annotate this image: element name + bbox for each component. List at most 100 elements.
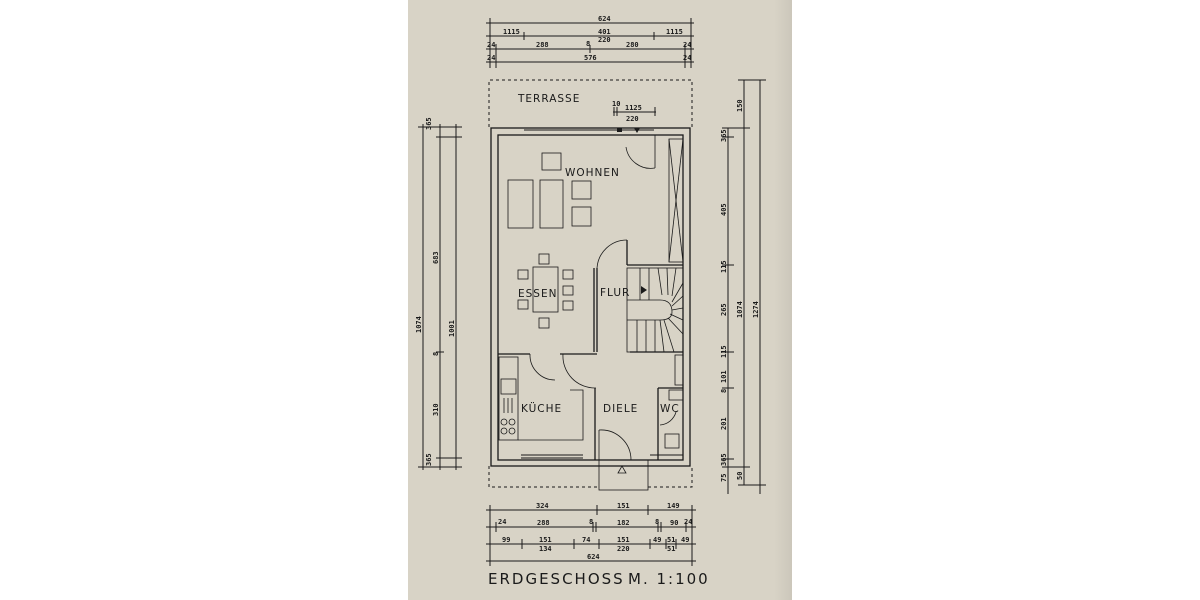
dim-top-right-wall: 24 [683,41,691,49]
dim-bottom-90: 90 [670,519,678,527]
room-wc: WC [650,354,684,456]
dim-bottom-49-b: 49 [681,536,689,544]
stair-direction-arrow-icon [641,286,647,294]
dim-bottom-51-b: 51 [667,545,675,553]
dim-right-265: 265 [720,303,728,316]
left-dimension-chains: 365 1074 683 8 310 365 1001 [415,117,462,470]
chair-icon [538,253,550,265]
dim-bottom-149: 149 [667,502,680,510]
drawing-title: ERDGESCHOSS [488,570,625,588]
dim-bottom-624: 624 [587,553,600,561]
dim-top-center-401: 401 [598,28,611,36]
dim-right-150: 150 [736,99,744,112]
floor-plan-sheet: 624 1115 401 220 1115 24 288 8 280 24 24… [408,0,792,600]
dim-right-1074: 1074 [736,301,744,318]
stove-icon [500,418,516,435]
dim-right-top-wall: 365 [720,129,728,142]
sink-icon [500,378,517,395]
dim-bottom-99: 99 [502,536,510,544]
dim-terrasse-1125: 1125 [625,104,642,112]
dim-top-280: 280 [626,41,639,49]
dim-left-1001: 1001 [448,320,456,337]
dim-top-right-wall-2: 24 [683,54,691,62]
dim-bottom-324: 324 [536,502,549,510]
dim-right-50: 50 [736,472,744,480]
dim-right-bottom-wall: 365 [720,453,728,466]
dim-bottom-220: 220 [617,545,630,553]
room-label-diele: DIELE [603,403,638,415]
door-swing-icon [625,146,656,169]
dim-bottom-51-a: 51 [667,536,675,544]
toilet-icon [664,433,680,449]
entry-step [598,459,649,491]
dim-left-683: 683 [432,251,440,264]
dim-right-1274: 1274 [752,301,760,318]
dim-terrasse-10: 10 [612,100,620,108]
chair-icon [562,269,574,280]
armchair-icon [541,152,562,171]
dim-left-8: 8 [432,352,440,356]
chair-icon [517,299,529,310]
dim-right-115-a: 115 [720,260,728,273]
door-swing-icon [562,353,597,389]
dim-right-101: 101 [720,370,728,383]
bottom-dimension-chains: 324 151 149 24 288 8 182 8 90 24 99 151 … [486,502,696,566]
room-label-essen: ESSEN [518,288,557,300]
dim-right-8: 8 [720,389,728,393]
room-essen: ESSEN [517,253,574,329]
dim-top-center-220: 220 [598,36,611,44]
room-label-terrasse: TERRASSE [517,93,580,105]
door-swing-icon [659,411,677,426]
room-label-wohnen: WOHNEN [565,167,620,179]
entrance-triangle-icon [617,465,627,474]
room-wohnen: WOHNEN [507,135,684,263]
dim-top-total: 624 [598,15,611,23]
right-dimension-chains: 150 365 405 115 265 115 101 8 201 365 75… [720,79,766,494]
room-diele: DIELE [598,403,649,491]
staircase [626,267,684,353]
dim-bottom-74: 74 [582,536,590,544]
dim-bottom-8-a: 8 [589,518,593,526]
dim-top-288: 288 [536,41,549,49]
dim-top-left-wall: 24 [487,41,495,49]
dim-left-outer-1074: 1074 [415,316,423,333]
door-swing-icon [529,353,556,381]
dim-bottom-151-b: 151 [617,536,630,544]
dim-bottom-24-right: 24 [684,518,692,526]
armchair-icon [571,180,592,200]
kitchen-counter-icon [498,356,519,441]
interior-walls [498,239,683,460]
chair-icon [562,300,574,311]
coffee-table-icon [539,179,564,229]
room-label-flur: FLUR [600,287,630,299]
sofa-icon [507,179,534,229]
dim-right-405: 405 [720,203,728,216]
drainboard-icon [503,398,513,413]
dim-right-201: 201 [720,417,728,430]
floor-plan-drawing: 624 1115 401 220 1115 24 288 8 280 24 24… [415,15,766,588]
dim-top-left-wall-2: 24 [487,54,495,62]
room-kueche: KÜCHE [498,356,584,459]
chair-icon [562,285,574,296]
dim-bottom-49-a: 49 [653,536,661,544]
dim-top-576: 576 [584,54,597,62]
dim-top-right-1115: 1115 [666,28,683,36]
drawing-scale: M. 1:100 [628,570,710,588]
dim-top-left-1115: 1115 [503,28,520,36]
dim-bottom-8-b: 8 [655,518,659,526]
dim-bottom-24-left: 24 [498,518,506,526]
top-dimension-chains: 624 1115 401 220 1115 24 288 8 280 24 24… [486,15,694,68]
washbasin-icon [668,389,684,401]
terrasse-area: TERRASSE 10 1125 220 [488,79,693,127]
room-label-kueche: KÜCHE [521,402,562,415]
dim-bottom-288: 288 [537,519,550,527]
dim-left-top-wall: 365 [425,117,433,130]
dim-top-8: 8 [586,40,590,48]
dim-bottom-134: 134 [539,545,552,553]
chair-icon [538,317,550,329]
dim-right-115-b: 115 [720,345,728,358]
entry-door-swing-icon [598,429,632,461]
armchair-icon [571,206,592,227]
dim-bottom-182: 182 [617,519,630,527]
door-swing-icon [596,239,628,269]
